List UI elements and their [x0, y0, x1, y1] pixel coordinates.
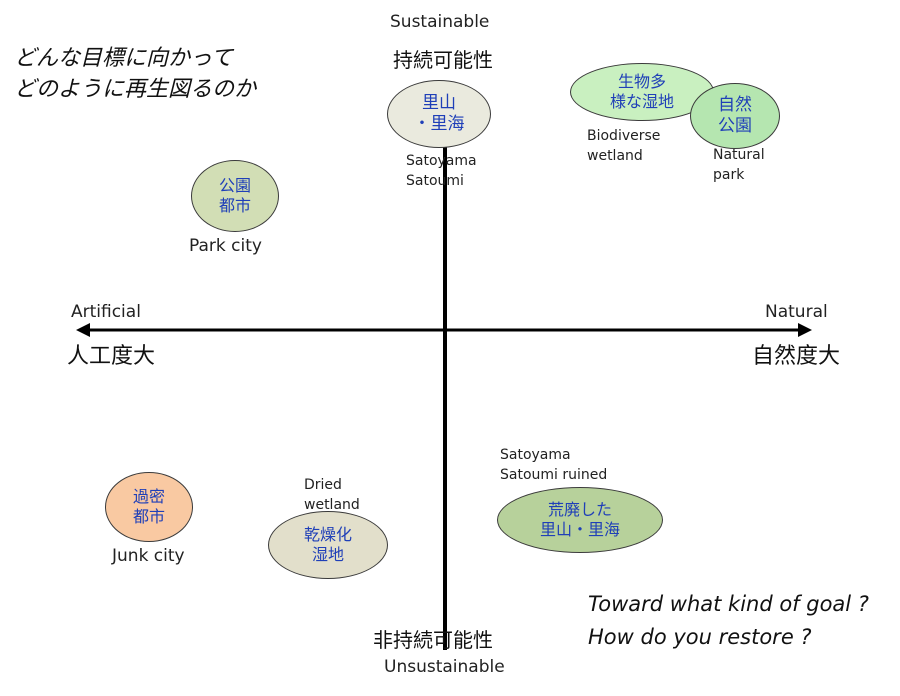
axis-left-jp: 人工度大 [67, 344, 156, 369]
axis-bottom-jp: 非持続可能性 [373, 628, 493, 652]
natural-park-node-label: 自然 公園 [718, 94, 752, 136]
axis-top-jp: 持続可能性 [393, 48, 493, 72]
ruined-satoyama-node: 荒廃した 里山・里海 [497, 487, 663, 553]
park-city-node: 公園 都市 [191, 160, 279, 232]
intro-question-en: Toward what kind of goal ? How do you re… [588, 592, 869, 649]
park-city-node-label: 公園 都市 [218, 176, 251, 215]
satoyama-node: 里山 ・里海 [387, 80, 491, 148]
satoyama-label-en: Satoyama Satoumi [406, 153, 477, 190]
dried-wetland-label-en: Dried wetland [304, 477, 360, 514]
axis-right-jp: 自然度大 [752, 344, 841, 369]
intro-question-jp: どんな目標に向かって どのように再生図るのか [14, 46, 257, 102]
dried-wetland-node-label: 乾燥化 湿地 [303, 525, 352, 564]
axis-left-en: Artificial [71, 302, 141, 322]
axis-right-en: Natural [765, 302, 828, 322]
satoyama-node-label: 里山 ・里海 [413, 92, 465, 134]
park-city-label-en: Park city [189, 236, 262, 256]
biodiverse-wetland-node-label: 生物多 様な湿地 [609, 72, 674, 111]
left-arrowhead [76, 323, 90, 337]
axis-top-en: Sustainable [390, 12, 490, 32]
ruined-satoyama-node-label: 荒廃した 里山・里海 [539, 500, 620, 539]
junk-city-node-label: 過密 都市 [132, 487, 165, 526]
junk-city-node: 過密 都市 [105, 472, 193, 542]
biodiverse-wetland-label-en: Biodiverse wetland [587, 128, 661, 165]
natural-park-label-en: Natural park [713, 147, 765, 184]
natural-park-node: 自然 公園 [690, 83, 780, 149]
biodiverse-wetland-node: 生物多 様な湿地 [570, 63, 714, 121]
right-arrowhead [798, 323, 812, 337]
junk-city-label-en: Junk city [112, 546, 185, 566]
axis-bottom-en: Unsustainable [384, 657, 505, 677]
dried-wetland-node: 乾燥化 湿地 [268, 511, 388, 579]
ruined-label-en: Satoyama Satoumi ruined [500, 447, 608, 484]
